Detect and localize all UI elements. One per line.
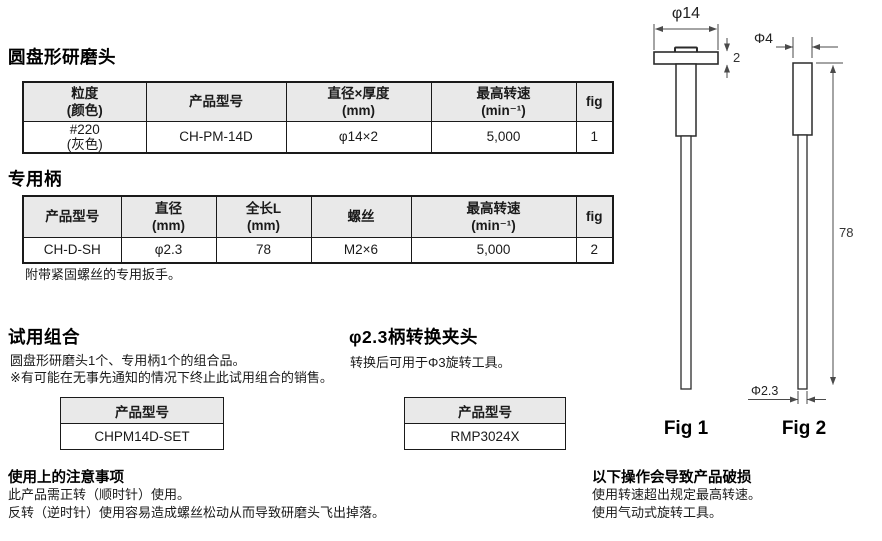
disc-head-table: 粒度(颜色) 产品型号 直径×厚度(mm) 最高转速(min⁻¹) fig #2… bbox=[22, 81, 614, 154]
fig2-upper-rod-shape bbox=[792, 62, 813, 136]
caution-title: 使用上的注意事项 bbox=[8, 470, 124, 486]
handle-table-header-row: 产品型号 直径(mm) 全长L(mm) 螺丝 最高转速(min⁻¹) fig bbox=[22, 195, 614, 238]
handle-table: 产品型号 直径(mm) 全长L(mm) 螺丝 最高转速(min⁻¹) fig C… bbox=[22, 195, 614, 264]
header-line: 全长L bbox=[245, 200, 282, 216]
header-line: 最高转速 bbox=[476, 85, 531, 101]
header-line: 产品型号 bbox=[45, 209, 100, 225]
cell-max-speed: 5,000 bbox=[410, 236, 577, 264]
cell-model: CH-D-SH bbox=[22, 236, 122, 264]
col-header-max-speed: 最高转速(min⁻¹) bbox=[410, 195, 577, 238]
header-line: (min⁻¹) bbox=[481, 102, 526, 118]
trial-set-section-title: 试用组合 bbox=[8, 327, 80, 347]
fig1-thickness-dim-label: 2 bbox=[733, 50, 740, 65]
header-line: 直径×厚度 bbox=[327, 85, 390, 101]
col-header-size: 直径×厚度(mm) bbox=[285, 81, 432, 122]
cell-model: RMP3024X bbox=[404, 423, 566, 450]
cell-size: φ14×2 bbox=[285, 120, 432, 154]
header-line: 螺丝 bbox=[347, 209, 375, 225]
damage-title: 以下操作会导致产品破损 bbox=[592, 470, 752, 486]
col-header-fig: fig bbox=[575, 81, 614, 122]
collet-table: 产品型号 RMP3024X bbox=[404, 397, 566, 450]
fig1-diameter-dim-label: φ14 bbox=[672, 5, 700, 22]
header-line: 产品型号 bbox=[189, 94, 243, 110]
trial-set-desc-2: ※有可能在无事先通知的情况下终止此试用组合的销售。 bbox=[10, 370, 333, 385]
trial-set-table-header-row: 产品型号 bbox=[60, 397, 224, 424]
fig2-shank-diameter-dim-label: Φ2.3 bbox=[751, 384, 778, 398]
header-line: (min⁻¹) bbox=[471, 217, 516, 233]
cell-screw: M2×6 bbox=[310, 236, 412, 264]
damage-line-2: 使用气动式旋转工具。 bbox=[592, 505, 723, 520]
fig2-top-diameter-dim-label: Φ4 bbox=[754, 30, 773, 46]
trial-set-desc-1: 圆盘形研磨头1个、专用柄1个的组合品。 bbox=[10, 353, 246, 368]
cell-line: #220 bbox=[69, 121, 100, 137]
col-header-fig: fig bbox=[575, 195, 614, 238]
trial-set-table: 产品型号 CHPM14D-SET bbox=[60, 397, 224, 450]
handle-note: 附带紧固螺丝的专用扳手。 bbox=[25, 267, 182, 282]
caution-line-2: 反转（逆时针）使用容易造成螺丝松动从而导致研磨头飞出掉落。 bbox=[8, 505, 386, 520]
collet-desc: 转换后可用于Φ3旋转工具。 bbox=[350, 355, 511, 370]
technical-drawings: φ14 2 Fig 1 Φ4 bbox=[653, 5, 853, 439]
collet-section-title: φ2.3柄转换夹头 bbox=[349, 327, 478, 347]
cell-max-speed: 5,000 bbox=[430, 120, 577, 154]
fig1-upper-shaft-shape bbox=[675, 63, 697, 137]
fig2-shank-shape bbox=[797, 134, 808, 390]
cell-length: 78 bbox=[215, 236, 312, 264]
col-header-model: 产品型号 bbox=[145, 81, 287, 122]
fig2-drawing: Φ4 78 Φ2.3 Fig 2 bbox=[748, 30, 853, 439]
fig1-disc-shape bbox=[653, 51, 719, 65]
cell-fig: 2 bbox=[575, 236, 614, 264]
cell-diameter: φ2.3 bbox=[120, 236, 217, 264]
col-header-model: 产品型号 bbox=[60, 397, 224, 424]
fig2-length-dim-label: 78 bbox=[839, 225, 853, 240]
fig1-lower-shaft-shape bbox=[680, 135, 692, 390]
cell-model: CHPM14D-SET bbox=[60, 423, 224, 450]
cell-fig: 1 bbox=[575, 120, 614, 154]
damage-line-1: 使用转速超出规定最高转速。 bbox=[592, 487, 762, 502]
header-line: fig bbox=[586, 209, 603, 225]
collet-table-data-row: RMP3024X bbox=[404, 423, 566, 450]
disc-head-table-header-row: 粒度(颜色) 产品型号 直径×厚度(mm) 最高转速(min⁻¹) fig bbox=[22, 81, 614, 122]
collet-table-header-row: 产品型号 bbox=[404, 397, 566, 424]
col-header-grit: 粒度(颜色) bbox=[22, 81, 147, 122]
fig2-label: Fig 2 bbox=[782, 418, 826, 439]
col-header-screw: 螺丝 bbox=[310, 195, 412, 238]
col-header-length: 全长L(mm) bbox=[215, 195, 312, 238]
trial-set-table-data-row: CHPM14D-SET bbox=[60, 423, 224, 450]
header-line: (mm) bbox=[247, 217, 280, 233]
fig1-drawing: φ14 2 Fig 1 bbox=[653, 5, 740, 439]
col-header-model: 产品型号 bbox=[22, 195, 122, 238]
handle-table-data-row: CH-D-SH φ2.3 78 M2×6 5,000 2 bbox=[22, 236, 614, 264]
handle-section-title: 专用柄 bbox=[8, 169, 62, 189]
header-line: (mm) bbox=[342, 102, 375, 118]
header-line: 直径 bbox=[155, 200, 182, 216]
header-line: (mm) bbox=[152, 217, 185, 233]
col-header-model: 产品型号 bbox=[404, 397, 566, 424]
col-header-diameter: 直径(mm) bbox=[120, 195, 217, 238]
cell-model: CH-PM-14D bbox=[145, 120, 287, 154]
header-line: (颜色) bbox=[66, 102, 103, 118]
header-line: 最高转速 bbox=[466, 200, 521, 216]
header-line: 粒度 bbox=[71, 85, 99, 101]
disc-head-table-data-row: #220(灰色) CH-PM-14D φ14×2 5,000 1 bbox=[22, 120, 614, 154]
col-header-max-speed: 最高转速(min⁻¹) bbox=[430, 81, 577, 122]
disc-head-section-title: 圆盘形研磨头 bbox=[8, 47, 116, 67]
cell-grit: #220(灰色) bbox=[22, 120, 147, 154]
fig1-label: Fig 1 bbox=[664, 418, 709, 439]
header-line: fig bbox=[586, 94, 603, 110]
caution-line-1: 此产品需正转（顺时针）使用。 bbox=[8, 487, 191, 502]
cell-line: (灰色) bbox=[66, 136, 103, 152]
